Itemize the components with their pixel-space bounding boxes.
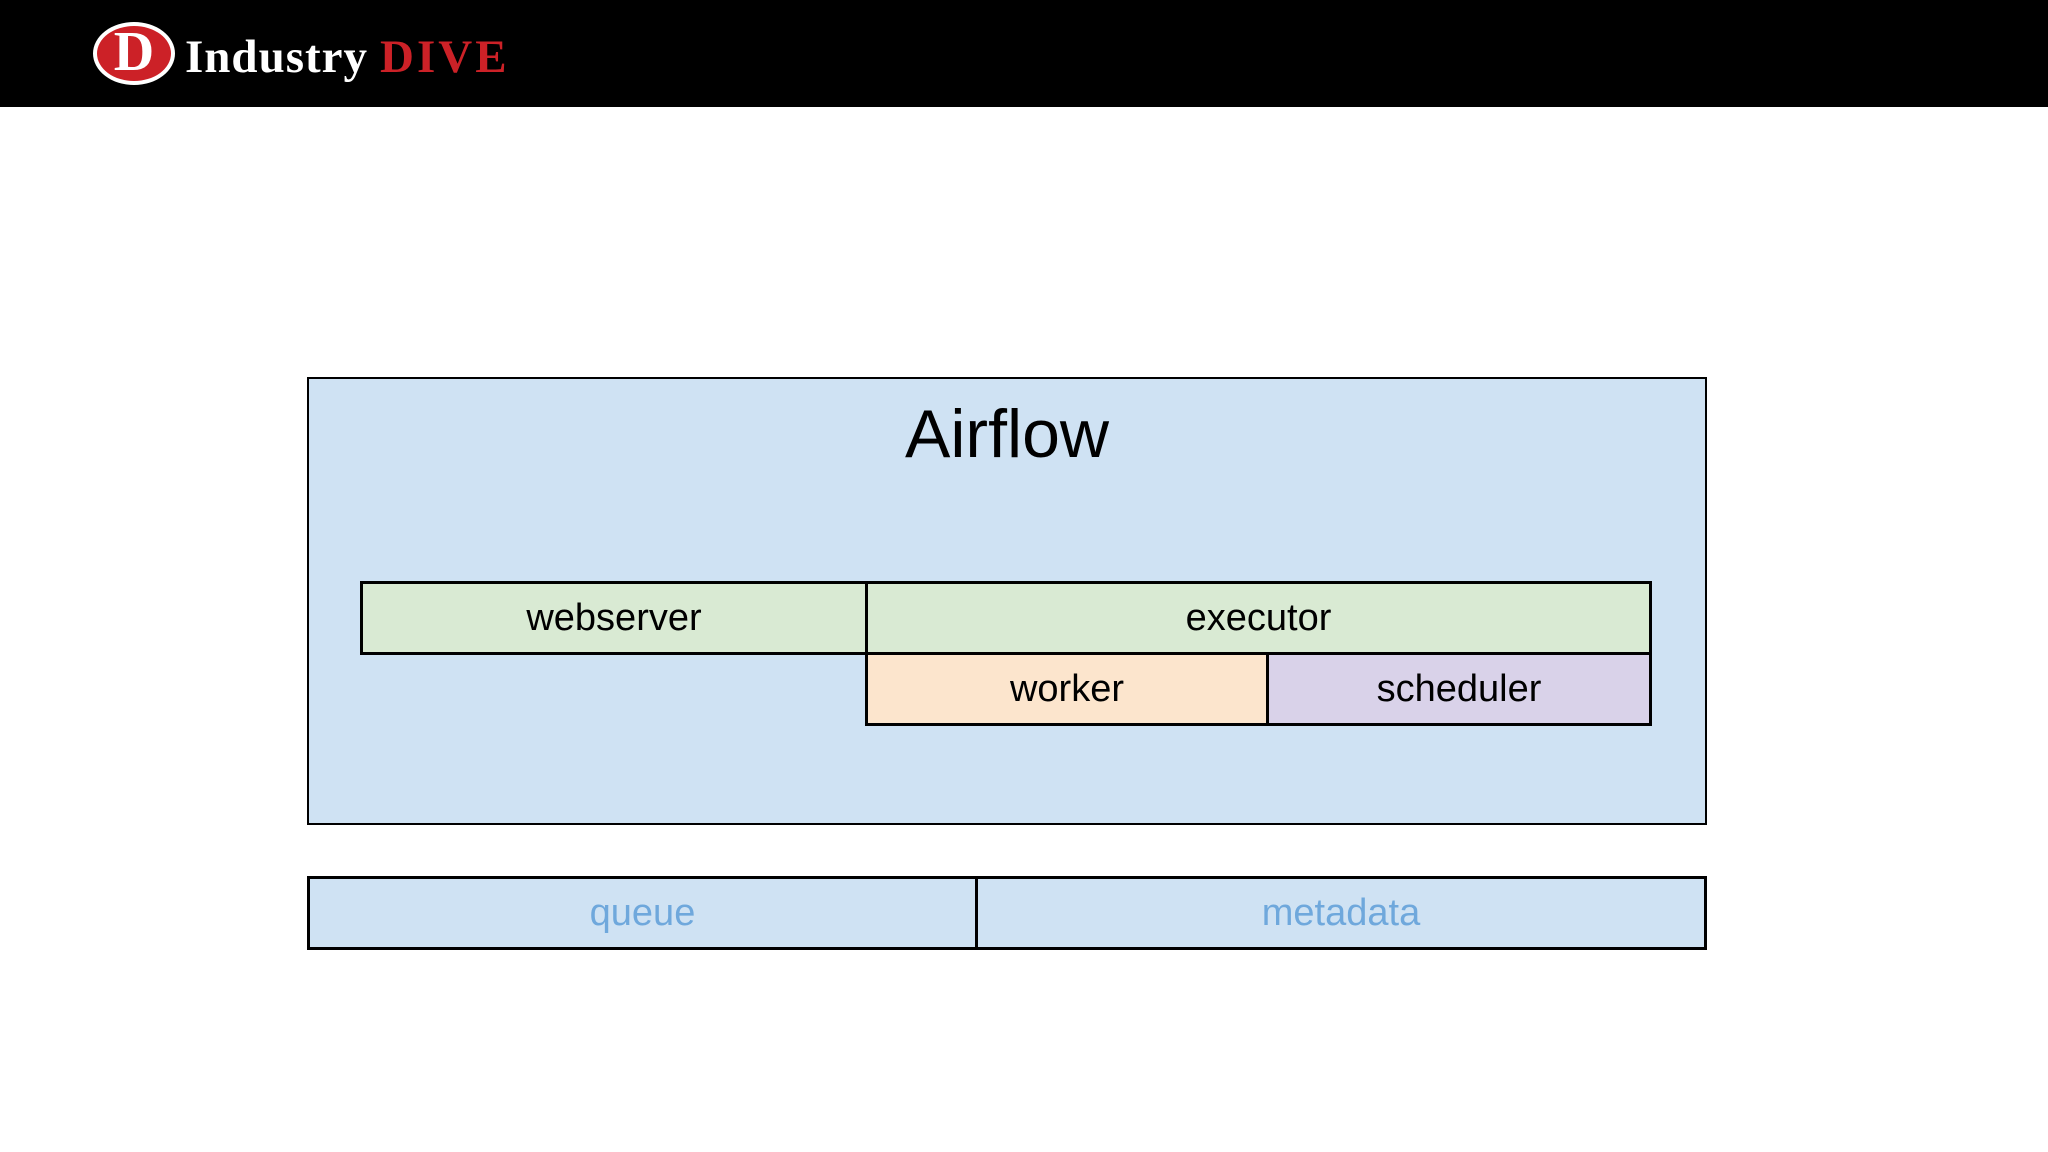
brand-name-primary: Industry <box>185 30 369 83</box>
storage-bar: queue metadata <box>307 876 1707 950</box>
webserver-box: webserver <box>360 581 868 655</box>
airflow-title: Airflow <box>904 396 1110 472</box>
scheduler-box: scheduler <box>1266 652 1652 726</box>
queue-box: queue <box>310 879 978 947</box>
brand-name-secondary: DIVE <box>380 30 510 83</box>
brand-d-icon: D <box>93 22 175 85</box>
brand-monogram: D <box>113 20 155 83</box>
airflow-container: Airflow webserver executor worker schedu… <box>307 377 1707 825</box>
worker-box: worker <box>865 652 1269 726</box>
executor-box: executor <box>865 581 1652 655</box>
metadata-box: metadata <box>1261 891 1421 934</box>
